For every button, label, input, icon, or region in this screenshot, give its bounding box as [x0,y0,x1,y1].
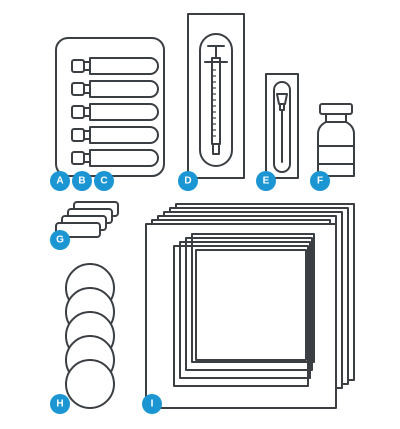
badge-d: D [178,171,198,191]
badge-h-label: H [56,399,63,410]
badge-h: H [50,394,70,414]
badge-a: A [50,171,70,191]
badge-c-label: C [100,176,107,187]
vial-tray-icon [55,37,165,177]
square-dressings-icon [145,203,355,409]
packaged-syringe-icon [187,13,245,179]
badge-f-label: F [317,176,323,187]
vial-row [71,103,159,121]
vial-row [71,149,159,167]
vial-row [71,80,159,98]
packaged-needle-icon [265,73,299,179]
badge-b: B [72,171,92,191]
badge-e: E [256,171,276,191]
medicine-vial-icon [317,103,355,177]
badge-e-label: E [263,176,270,187]
badge-i: I [142,394,162,414]
badge-c: C [94,171,114,191]
badge-i-label: I [151,399,154,410]
stacked-pads-icon [55,201,119,238]
round-pads-icon [65,263,115,409]
vial-row [71,57,159,75]
badge-b-label: B [78,176,85,187]
badge-g-label: G [56,235,64,246]
badge-d-label: D [184,176,191,187]
badge-g: G [50,230,70,250]
vial-row [71,126,159,144]
badge-f: F [310,171,330,191]
badge-a-label: A [56,176,63,187]
